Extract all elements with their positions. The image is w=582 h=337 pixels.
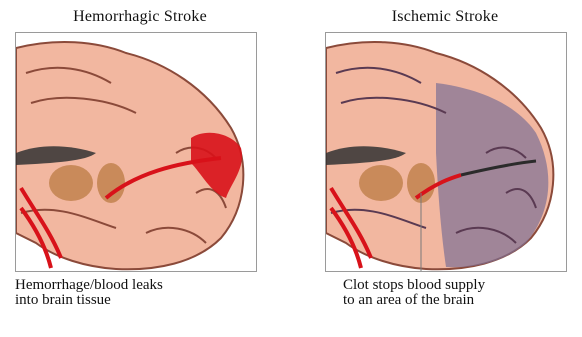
- deep-nuclei: [49, 165, 93, 201]
- hemorrhagic-brain-illustration: [15, 32, 257, 272]
- hemorrhagic-caption-line2: into brain tissue: [15, 293, 285, 308]
- hemorrhagic-title: Hemorrhagic Stroke: [20, 8, 260, 26]
- deep-nuclei-2: [97, 163, 125, 203]
- hemorrhagic-caption: Hemorrhage/blood leaks into brain tissue: [15, 278, 285, 308]
- ischemic-brain-illustration: [325, 32, 567, 272]
- ischemic-brain-svg: [326, 33, 566, 271]
- ischemic-caption-line1: Clot stops blood supply: [343, 278, 582, 293]
- ischemic-area: [436, 83, 548, 267]
- ischemic-title: Ischemic Stroke: [325, 8, 565, 26]
- ischemic-caption-line2: to an area of the brain: [343, 293, 582, 308]
- deep-nuclei: [359, 165, 403, 201]
- hemorrhagic-brain-svg: [16, 33, 256, 271]
- ischemic-caption: Clot stops blood supply to an area of th…: [343, 278, 582, 308]
- hemorrhagic-caption-line1: Hemorrhage/blood leaks: [15, 278, 285, 293]
